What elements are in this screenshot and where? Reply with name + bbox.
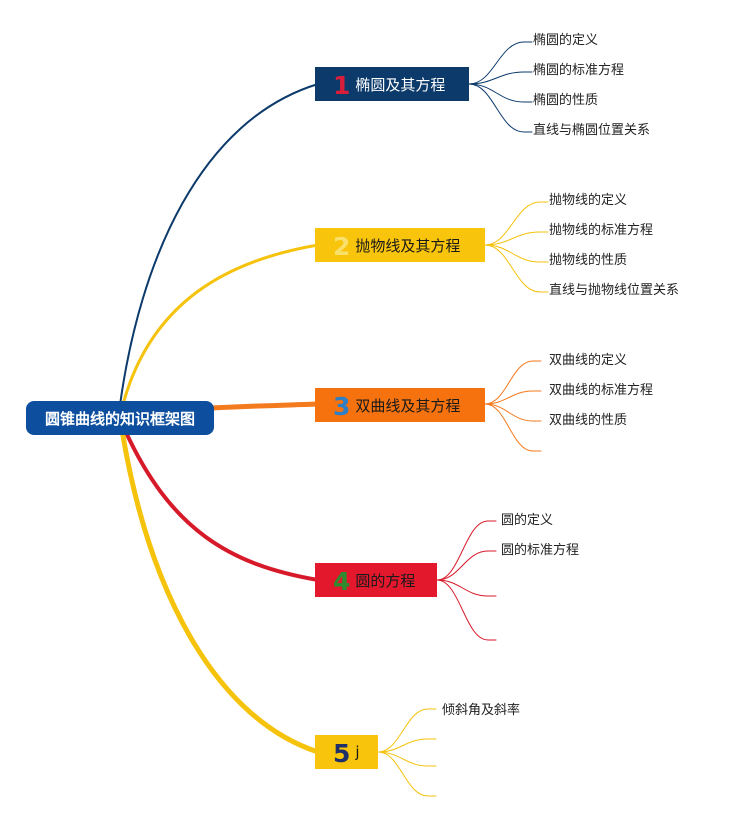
leaf-line-parabola-position[interactable]: 直线与抛物线位置关系 — [549, 283, 680, 298]
main-connector-2 — [120, 243, 320, 410]
leaf-inclination-slope[interactable]: 倾斜角及斜率 — [442, 703, 521, 718]
branch-number: 2 — [333, 231, 351, 261]
leaf-parabola-properties[interactable]: 抛物线的性质 — [549, 253, 628, 268]
branch-label: 双曲线及其方程 — [355, 396, 461, 415]
leaf-hyperbola-properties[interactable]: 双曲线的性质 — [549, 413, 628, 428]
branch-node-5[interactable]: 5 j — [315, 735, 378, 769]
leaf-connector-4-4 — [436, 579, 497, 641]
leaf-connector-3-3 — [484, 403, 542, 422]
branch-number: 5 — [333, 738, 351, 768]
leaf-parabola-standard-equation[interactable]: 抛物线的标准方程 — [549, 223, 654, 238]
branch-node-ellipse[interactable]: 1 椭圆及其方程 — [315, 67, 469, 101]
branch-label: 抛物线及其方程 — [355, 236, 461, 255]
leaf-ellipse-properties[interactable]: 椭圆的性质 — [533, 93, 599, 108]
main-connector-1 — [119, 83, 319, 406]
leaf-connector-1-2 — [468, 71, 533, 85]
leaf-circle-standard-equation[interactable]: 圆的标准方程 — [501, 543, 580, 558]
leaf-connector-5-3 — [377, 751, 437, 767]
branch-number: 3 — [333, 391, 351, 421]
leaf-hyperbola-standard-equation[interactable]: 双曲线的标准方程 — [549, 383, 654, 398]
leaf-connector-5-2 — [377, 738, 437, 753]
branch-node-hyperbola[interactable]: 3 双曲线及其方程 — [315, 388, 485, 422]
leaf-connector-2-2 — [484, 231, 549, 246]
root-label: 圆锥曲线的知识框架图 — [44, 409, 195, 428]
branch-label: j — [355, 743, 360, 761]
leaf-connector-1-3 — [468, 83, 533, 103]
branch-number: 1 — [333, 70, 351, 100]
leaf-connector-3-2 — [484, 390, 542, 405]
leaf-hyperbola-definition[interactable]: 双曲线的定义 — [549, 353, 628, 368]
leaf-connector-4-2 — [436, 550, 497, 581]
main-connector-5 — [119, 427, 321, 755]
branch-node-parabola[interactable]: 2 抛物线及其方程 — [315, 228, 485, 262]
leaf-circle-definition[interactable]: 圆的定义 — [501, 513, 554, 528]
leaf-connector-2-1 — [484, 201, 549, 246]
leaf-ellipse-definition[interactable]: 椭圆的定义 — [533, 33, 599, 48]
leaf-connector-1-1 — [468, 41, 533, 85]
branch-label: 圆的方程 — [355, 571, 416, 590]
leaf-connector-1-4 — [468, 83, 533, 133]
leaf-line-ellipse-position[interactable]: 直线与椭圆位置关系 — [533, 123, 651, 138]
main-connector-4 — [122, 426, 320, 582]
root-node[interactable]: 圆锥曲线的知识框架图 — [26, 401, 214, 435]
leaf-connector-3-1 — [484, 360, 542, 405]
leaf-connector-5-1 — [377, 708, 437, 753]
branch-label: 椭圆及其方程 — [355, 75, 446, 94]
branch-number: 4 — [333, 566, 351, 596]
leaf-connector-4-3 — [436, 579, 497, 597]
leaf-ellipse-standard-equation[interactable]: 椭圆的标准方程 — [533, 63, 625, 78]
leaf-connector-2-3 — [484, 244, 549, 263]
leaf-connector-3-4 — [484, 403, 542, 452]
branch-node-circle[interactable]: 4 圆的方程 — [315, 563, 437, 597]
main-connector-3 — [209, 401, 321, 411]
leaf-connector-5-4 — [377, 751, 437, 797]
leaf-connector-2-4 — [484, 244, 549, 293]
leaf-connector-4-1 — [436, 520, 497, 581]
leaf-parabola-definition[interactable]: 抛物线的定义 — [549, 193, 628, 208]
